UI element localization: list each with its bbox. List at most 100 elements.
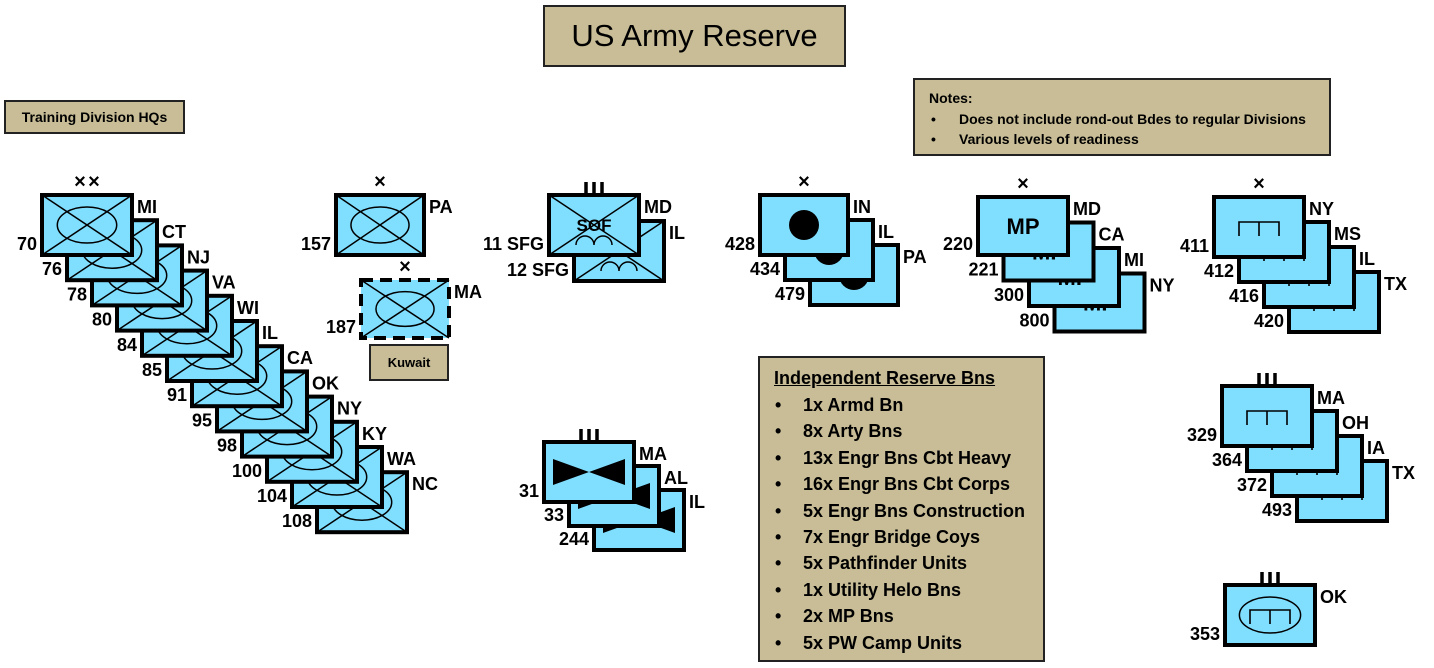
unit-state-label: IL [669, 223, 685, 243]
echelon-x-mark: × [374, 171, 386, 193]
unit-symbol: 353 [1190, 572, 1317, 647]
unit-frame [1220, 384, 1314, 448]
unit-state-label: MD [644, 197, 672, 217]
unit-state-label: IN [853, 197, 871, 217]
cross-line [41, 194, 133, 256]
training-division-hqs-label: Training Division HQs [4, 100, 185, 134]
regiment-echelon-bar [1276, 572, 1280, 583]
unit-state-label: NY [1150, 276, 1175, 296]
sof-text: SOF [577, 216, 612, 235]
unit-number-label: 108 [282, 511, 312, 531]
independent-bns-item: 13x Engr Bns Cbt Heavy [774, 445, 1043, 472]
unit-state-label: IL [262, 323, 278, 343]
unit-state-label: IL [878, 222, 894, 242]
unit-number-label: 84 [117, 335, 137, 355]
unit-symbol: 329 [1187, 373, 1314, 448]
unit-symbol: ×428 [725, 171, 850, 257]
unit-symbol: × 157 [301, 171, 426, 257]
unit-number-label: 31 [519, 481, 539, 501]
echelon-x-mark: × [88, 171, 100, 193]
independent-bns-item: 5x Engr Bns Construction [774, 498, 1043, 525]
notes-panel: Notes: Does not include rond-out Bdes to… [913, 78, 1331, 156]
unit-number-label: 412 [1204, 261, 1234, 281]
airborne-mark [575, 235, 613, 246]
cross-line [335, 194, 425, 256]
infantry-bde-157-group: × 157 PA [301, 171, 453, 257]
unit-symbol: ×411 [1180, 173, 1306, 259]
echelon-x-mark: × [399, 256, 411, 278]
regiment-echelon-bar [587, 429, 591, 440]
independent-bns-list: 1x Armd Bn 8x Arty Bns 13x Engr Bns Cbt … [774, 392, 1043, 656]
unit-state-label: PA [429, 197, 453, 217]
unit-state-label: NJ [187, 247, 210, 267]
unit-number-label: 104 [257, 486, 287, 506]
kuwait-label: Kuwait [369, 344, 449, 381]
airborne-mark [600, 261, 638, 272]
independent-bns-title: Independent Reserve Bns [774, 368, 996, 388]
unit-number-label: 187 [326, 317, 356, 337]
artillery-dot [789, 210, 819, 240]
unit-number-label: 479 [775, 284, 805, 304]
mp-text: MP [1007, 214, 1040, 239]
unit-number-label: 70 [17, 234, 37, 254]
unit-state-label: OH [1342, 413, 1369, 433]
regiment-echelon-bar [1257, 373, 1261, 384]
unit-state-label: WA [387, 449, 416, 469]
unit-state-label: TX [1392, 463, 1415, 483]
unit-symbol: MP×220 [943, 173, 1070, 257]
notes-item: Various levels of readiness [929, 129, 1329, 149]
unit-state-label: MA [639, 444, 667, 464]
unit-number-label: 220 [943, 234, 973, 254]
unit-state-label: NY [1309, 199, 1334, 219]
regiment-echelon-bar [592, 182, 596, 193]
unit-frame [976, 195, 1070, 257]
regiment-echelon-bar [1260, 572, 1264, 583]
independent-bns-item: 16x Engr Bns Cbt Corps [774, 471, 1043, 498]
unit-number-label: 78 [67, 284, 87, 304]
unit-number-label: 364 [1212, 450, 1242, 470]
unit-number-label: 157 [301, 234, 331, 254]
unit-state-label: NC [412, 474, 438, 494]
unit-state-label: MI [137, 197, 157, 217]
regiment-echelon-bar [1265, 373, 1269, 384]
unit-number-label: 372 [1237, 475, 1267, 495]
notes-item: Does not include rond-out Bdes to regula… [929, 109, 1329, 129]
unit-state-label: OK [1320, 587, 1347, 607]
unit-state-label: MD [1073, 199, 1101, 219]
regiment-echelon-bar [584, 182, 588, 193]
unit-number-label: 428 [725, 234, 755, 254]
unit-number-label: 411 [1180, 236, 1209, 256]
signal-mark [553, 459, 625, 485]
unit-symbol: 31 [519, 429, 636, 504]
independent-bns-item: 5x Pathfinder Units [774, 550, 1043, 577]
unit-number-label: 416 [1229, 286, 1259, 306]
unit-state-label: VA [212, 273, 236, 293]
unit-state-label: CT [162, 222, 186, 242]
unit-number-label: 493 [1262, 500, 1292, 520]
unit-state-label: IA [1367, 438, 1385, 458]
unit-number-label: 76 [42, 259, 62, 279]
unit-number-label: 95 [192, 410, 212, 430]
unit-state-label: KY [362, 424, 387, 444]
engineer-mark [1238, 221, 1280, 236]
armor-oval [375, 290, 435, 328]
unit-number-label: 85 [142, 360, 162, 380]
notes-list: Does not include rond-out Bdes to regula… [929, 109, 1329, 149]
unit-number-label: 100 [232, 461, 262, 481]
page-title: US Army Reserve [543, 5, 846, 67]
unit-number-label: 353 [1190, 624, 1220, 644]
independent-bns-panel: Independent Reserve Bns 1x Armd Bn 8x Ar… [758, 356, 1045, 662]
training-divisions-group: 1081041009895918584807876××70MICTNJVAWII… [17, 171, 438, 535]
unit-state-label: MA [1317, 388, 1345, 408]
unit-state-label: IL [689, 492, 705, 512]
unit-state-label: IL [1359, 249, 1375, 269]
unit-number-label: 434 [750, 259, 780, 279]
independent-bns-item: 1x Armd Bn [774, 392, 1043, 419]
